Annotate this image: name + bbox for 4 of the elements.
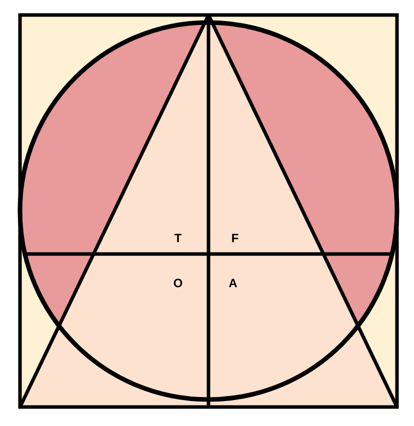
point-label: T bbox=[174, 234, 182, 242]
point-label: F bbox=[232, 234, 238, 242]
point-label: O bbox=[174, 278, 182, 288]
point-label: A bbox=[228, 278, 237, 288]
